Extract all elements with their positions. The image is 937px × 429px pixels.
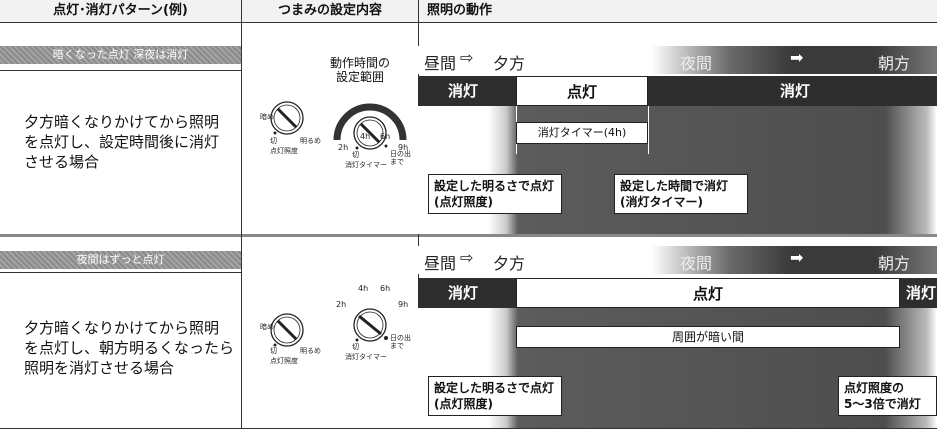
row2-span: 周囲が暗い間 <box>516 326 900 348</box>
row2-timer-caption: 消灯タイマー <box>345 353 387 361</box>
row1-timer-caption: 消灯タイマー <box>345 161 387 169</box>
row1-tl-morning: 朝方 <box>878 54 911 73</box>
row2-tl-arrow1-icon: ⇨ <box>460 248 474 267</box>
row1-callout-off: 設定した時間で消灯 (消灯タイマー) <box>614 174 748 214</box>
row2-band-on: 点灯 <box>516 278 900 308</box>
row1-desc-text: 夕方暗くなりかけてから照明 を点灯し、設定時間後に消灯 させる場合 <box>24 113 220 171</box>
brightness-knob-icon <box>270 313 304 347</box>
row2-range-9h: 9h <box>398 300 409 309</box>
row1-range-4h: 4h <box>360 132 371 141</box>
row1-tl-arrow1-icon: ⇨ <box>460 48 474 67</box>
row2-callout-on: 設定した明るさで点灯 (点灯照度) <box>428 376 562 416</box>
row1-span-label: 消灯タイマー(4h) <box>537 126 627 139</box>
row2-tl-morning: 朝方 <box>878 254 911 273</box>
row1-area <box>418 106 937 234</box>
row1-tl-night: 夜間 <box>680 54 713 73</box>
knob-range-caption: 動作時間の 設定範囲 <box>329 56 390 84</box>
row2-band-off1: 消灯 <box>448 284 479 302</box>
row1-band-bg <box>418 76 937 106</box>
row1-span: 消灯タイマー(4h) <box>516 122 648 144</box>
timer-knob-icon <box>353 308 388 342</box>
row2-brightness-bright: 明るめ <box>300 347 321 355</box>
row2-span-label: 周囲が暗い間 <box>671 330 744 344</box>
row1-timer-sunrise: 日の出 まで <box>390 150 411 166</box>
row1-description: 夕方暗くなりかけてから照明 を点灯し、設定時間後に消灯 させる場合 <box>24 112 219 172</box>
row1-banner: 暗くなった点灯 深夜は消灯 <box>0 46 241 64</box>
row1-tl-arrow3-icon: ➡ <box>790 48 804 67</box>
row2-tl-night: 夜間 <box>680 254 713 273</box>
row1-range-9h: 9h <box>398 143 409 152</box>
brightness-knob-icon <box>270 101 304 135</box>
row2-range-2h: 2h <box>336 300 347 309</box>
row2-desc-text: 夕方暗くなりかけてから照明 を点灯し、朝方明るくなったら 照明を消灯させる場合 <box>24 319 235 377</box>
row1-brightness-bright: 明るめ <box>300 137 321 145</box>
row2-timer-sunrise: 日の出 まで <box>390 334 411 350</box>
row1-tl-evening: 夕方 <box>493 54 526 73</box>
row2-callout-off: 点灯照度の 5～3倍で消灯 <box>838 376 937 416</box>
row2-range-4h: 4h <box>358 284 369 293</box>
row1-band-off1: 消灯 <box>448 82 479 100</box>
header-pattern: 点灯･消灯パターン(例) <box>0 0 241 22</box>
row2-band-off2: 消灯 <box>906 284 937 302</box>
row2-banner-line <box>0 272 241 273</box>
row2-timer-off: 切 <box>352 343 359 351</box>
row1-knobs-svg <box>270 101 407 150</box>
row1-range-2h: 2h <box>338 143 349 152</box>
row1-tl-arrow2-icon: ➡ <box>595 48 609 67</box>
header-light-operation: 照明の動作 <box>419 0 937 22</box>
header-knob-settings: つまみの設定内容 <box>242 0 418 22</box>
row1-off-line <box>648 106 649 154</box>
row2-knobs-svg <box>270 308 388 347</box>
row1-band-on: 点灯 <box>516 76 648 106</box>
row1-range-6h: 6h <box>380 132 391 141</box>
grid-row-separator <box>0 234 937 237</box>
row2-range-6h: 6h <box>380 284 391 293</box>
row2-brightness-caption: 点灯照度 <box>270 357 298 365</box>
timer-knob-icon <box>333 103 407 150</box>
row2-tl-arrow3-icon: ➡ <box>790 248 804 267</box>
row1-brightness-off: 切 <box>270 137 277 145</box>
row1-timer-off: 切 <box>352 151 359 159</box>
row1-tl-daytime: 昼間 <box>424 54 457 73</box>
row1-banner-line <box>0 70 241 71</box>
row2-banner: 夜間はずっと点灯 <box>0 251 241 269</box>
row1-timeline-bar <box>418 46 937 74</box>
row2-tl-arrow2-icon: ➡ <box>595 248 609 267</box>
row2-tl-evening: 夕方 <box>493 254 526 273</box>
row2-tl-daytime: 昼間 <box>424 254 457 273</box>
grid-header-bottom <box>0 22 937 23</box>
grid-col1 <box>241 0 242 429</box>
row1-brightness-dark: 暗め <box>260 113 274 121</box>
row1-band-off2: 消灯 <box>780 82 811 100</box>
row2-timeline-bar <box>418 246 937 274</box>
row1-callout-on: 設定した明るさで点灯 (点灯照度) <box>428 174 562 214</box>
row2-brightness-dark: 暗め <box>260 323 274 331</box>
row2-description: 夕方暗くなりかけてから照明 を点灯し、朝方明るくなったら 照明を消灯させる場合 <box>24 318 234 378</box>
row1-brightness-caption: 点灯照度 <box>270 147 298 155</box>
row2-brightness-off: 切 <box>270 347 277 355</box>
